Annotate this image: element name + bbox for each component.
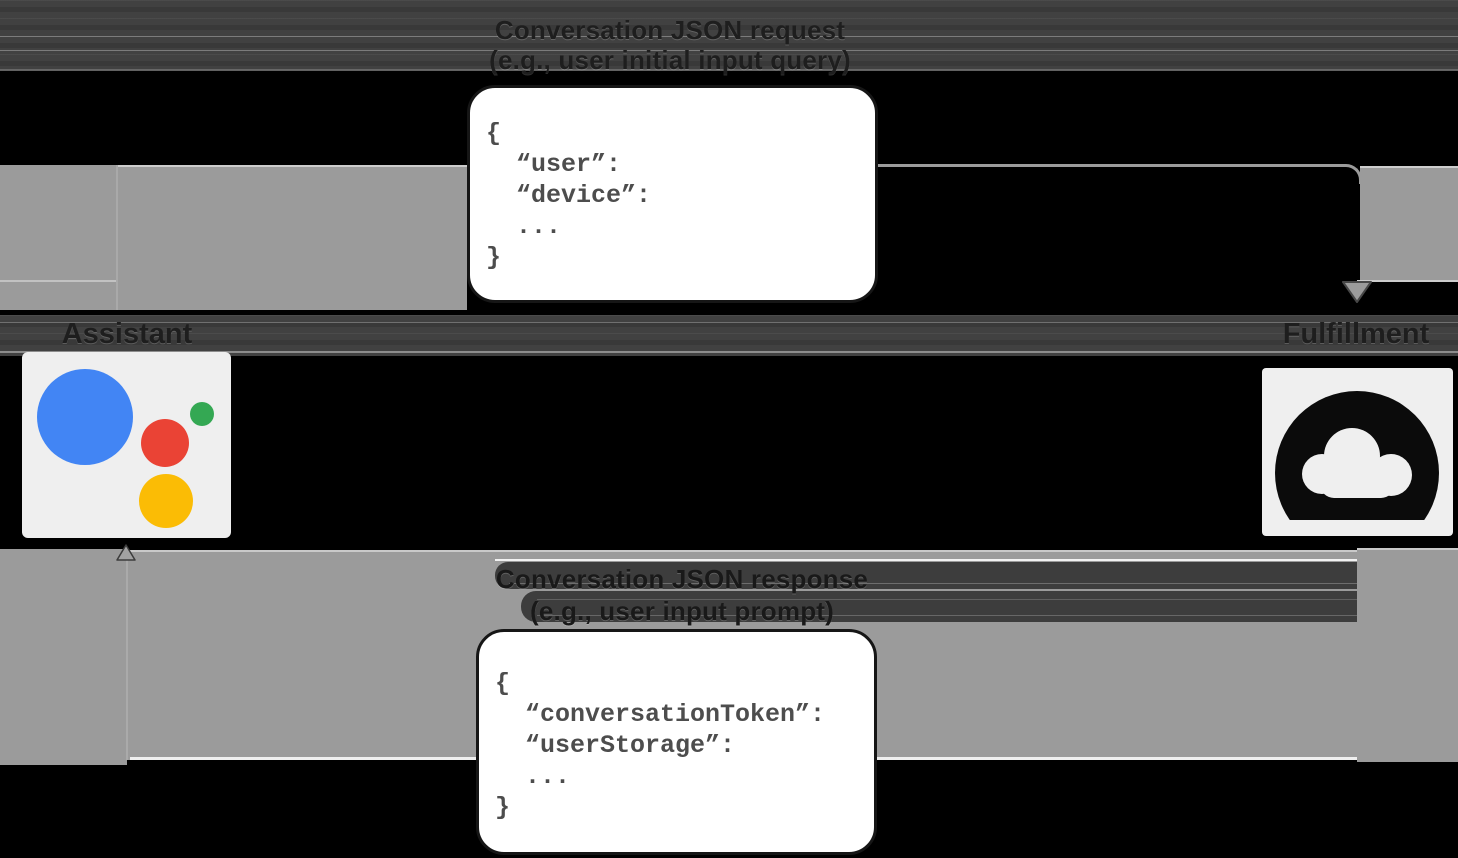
assistant-logo-blue-circle [37, 369, 133, 465]
response-label-line1: Conversation JSON response [495, 564, 869, 594]
response-arrow-body-left [0, 549, 127, 765]
arrow-down-icon [1342, 281, 1372, 303]
assistant-tile [22, 352, 231, 538]
request-code-text: { “user”: “device”: ... } [486, 119, 652, 272]
request-code-box: { “user”: “device”: ... } [467, 85, 878, 303]
fulfillment-tile [1262, 368, 1453, 536]
arrow-up-icon [116, 544, 136, 561]
response-arrow-body-right [1357, 548, 1458, 762]
response-arrow-label: Conversation JSON response (e.g., user i… [414, 564, 950, 626]
assistant-label: Assistant [61, 318, 193, 350]
request-label-line1: Conversation JSON request [494, 15, 846, 45]
request-arrow-label: Conversation JSON request (e.g., user in… [402, 15, 938, 75]
response-code-box: { “conversationToken”: “userStorage”: ..… [476, 629, 877, 855]
fulfillment-label: Fulfillment [1282, 318, 1430, 350]
request-label-line2: (e.g., user initial input query) [489, 45, 851, 75]
request-arrow-body-left [0, 165, 467, 310]
response-code-text: { “conversationToken”: “userStorage”: ..… [495, 669, 826, 822]
assistant-logo-red-circle [141, 419, 189, 467]
cloud-icon [1262, 368, 1453, 520]
request-arrow-line [878, 164, 1362, 184]
cloud-icon-cloud [1302, 428, 1412, 498]
request-title-band [0, 0, 1458, 70]
endpoint-label-band [0, 315, 1458, 356]
assistant-logo-green-circle [190, 402, 214, 426]
request-arrow-body-right [1360, 166, 1458, 282]
response-label-line2: (e.g., user input prompt) [530, 596, 834, 626]
assistant-logo-yellow-circle [139, 474, 193, 528]
